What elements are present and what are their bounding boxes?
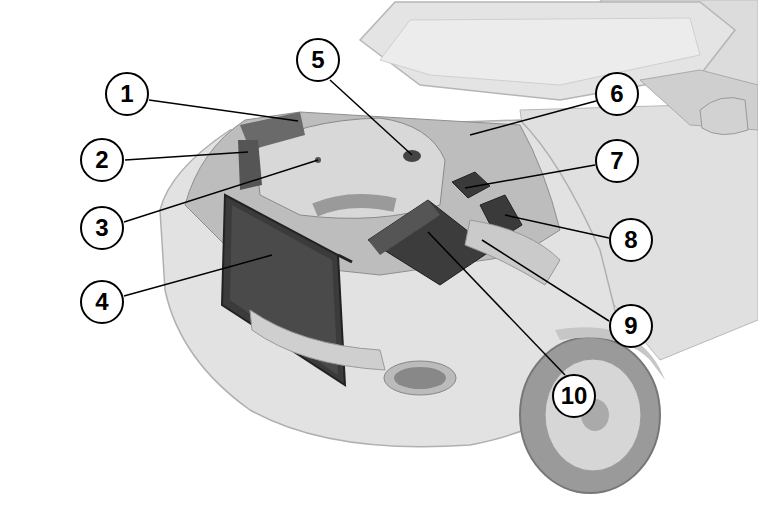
callout-number: 8 — [609, 218, 653, 262]
leader-line — [149, 100, 298, 121]
callout-number: 10 — [552, 374, 596, 418]
leader-line — [125, 152, 248, 160]
callout-number: 3 — [80, 206, 124, 250]
callout-number: 5 — [296, 38, 340, 82]
leader-line — [465, 165, 595, 188]
callout-number: 7 — [595, 139, 639, 183]
rim — [545, 359, 641, 471]
leader-line — [428, 232, 565, 375]
callout-number: 1 — [105, 72, 149, 116]
leader-line — [124, 255, 272, 296]
callout-number: 4 — [80, 280, 124, 324]
headlight — [465, 220, 560, 285]
callout-number: 9 — [609, 304, 653, 348]
oil-cap — [403, 150, 421, 162]
hood-inner — [380, 18, 700, 85]
leader-line — [124, 160, 318, 222]
tyre — [520, 337, 660, 493]
fog-light — [384, 361, 456, 395]
leader-line — [330, 80, 412, 155]
radiator-bracket — [338, 255, 352, 262]
leader-line — [505, 215, 609, 238]
air-filter-top — [368, 200, 440, 255]
callout-number: 6 — [595, 72, 639, 116]
grille — [250, 310, 385, 370]
mirror — [700, 98, 748, 135]
callout-number: 2 — [80, 138, 124, 182]
fog-light-lens — [394, 367, 446, 389]
intake-pipe — [315, 201, 395, 210]
leader-lines — [124, 80, 609, 375]
leader-line — [470, 101, 596, 135]
